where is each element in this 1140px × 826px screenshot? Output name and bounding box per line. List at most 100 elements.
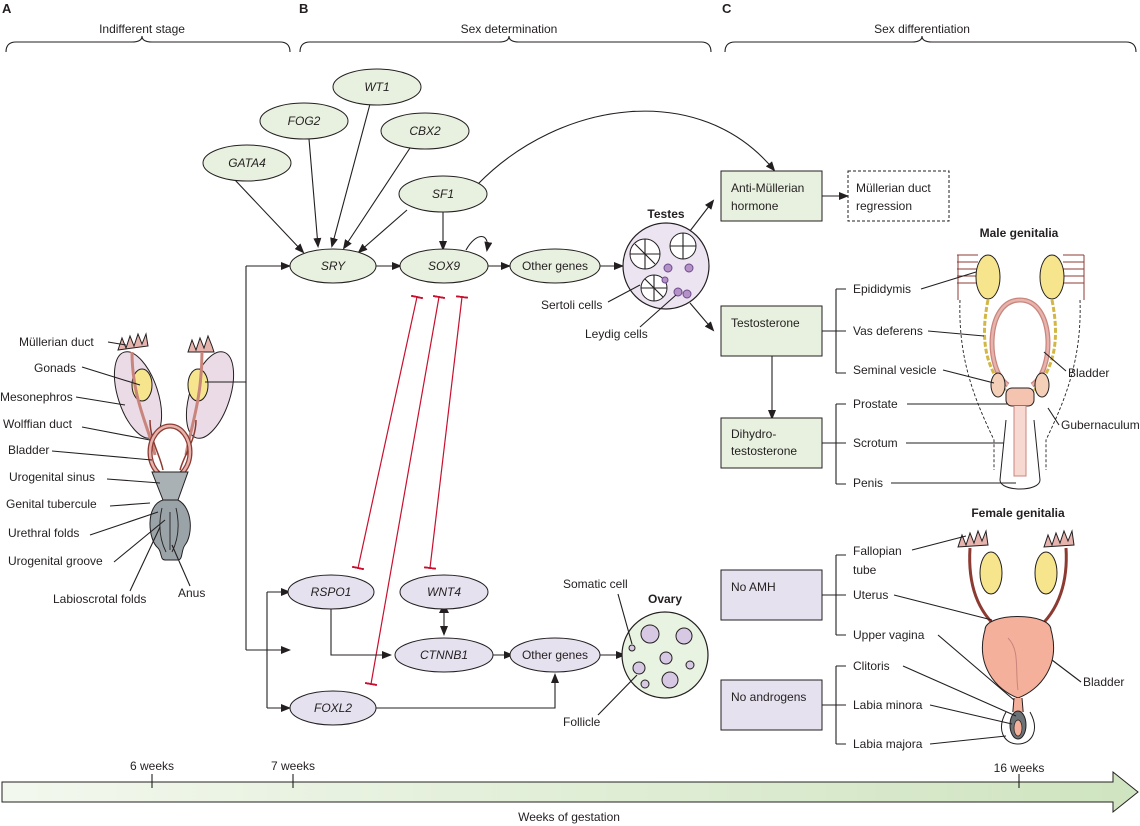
follicle [661,671,679,689]
label-fallopian-1: Fallopian [853,544,902,558]
vulva-inner [1013,719,1023,737]
gene-label-ctnnb1: CTNNB1 [420,648,468,662]
box-no-androgens [720,679,823,731]
gubernaculum-right [1045,299,1081,470]
differentiation-boxes: Anti-Müllerian hormone Müllerian duct re… [720,170,950,731]
panel-brace [724,35,1137,53]
testis-right [1039,254,1065,300]
urogenital-sinus [151,471,189,501]
box-dihydrotestosterone [720,417,823,469]
female-gene-network: RSPO1 WNT4 CTNNB1 Other genes FOXL2 [287,574,626,726]
label-urogenital-sinus: Urogenital sinus [9,470,95,484]
fimbria-right [1043,529,1075,548]
gene-label-wnt4: WNT4 [427,585,461,599]
label-gonads: Gonads [34,361,76,375]
label-bladder-male: Bladder [1068,366,1109,380]
box-testosterone [720,305,823,357]
ovary-illustration: Ovary Somatic cell Follicle [563,577,709,729]
efferent-ducts-right [1063,254,1085,300]
gene-node-wnt4 [399,574,489,610]
tick-label-16-weeks: 16 weeks [994,761,1045,775]
female-genitalia-labels: Fallopian tube Uterus Upper vagina Clito… [853,535,1124,751]
label-mullerian-duct: Müllerian duct [19,335,94,349]
gene-node-ctnnb1 [394,637,494,673]
follicle [675,627,693,645]
ovary-right [1034,551,1058,595]
amh-line1: Anti-Müllerian [731,181,804,195]
panel-a-header: A Indifferent stage [2,1,291,53]
uterus-body [981,616,1055,699]
gene-node-rspo1 [287,574,375,610]
box-mullerian-regression [847,170,950,222]
amh-line2: hormone [731,199,779,213]
wolffian-duct-left [149,419,164,471]
somatic-cell [628,644,636,652]
follicle [659,651,673,665]
testes-title: Testes [647,207,684,221]
gene-label-sry: SRY [321,259,346,273]
mullerian-duct-left [130,351,157,456]
label-prostate: Prostate [853,397,898,411]
testosterone-label: Testosterone [731,316,800,330]
tick-label-6-weeks: 6 weeks [130,759,174,773]
testes-illustration: Testes Sertoli cells Leydig cells [541,199,715,341]
no-amh-label: No AMH [731,580,776,594]
follicle [632,661,646,675]
prostate-gland [1005,387,1035,407]
panel-brace [299,35,712,53]
indifferent-to-determination-connector [205,262,291,712]
leydig-cell [673,287,683,297]
label-bladder-female: Bladder [1083,675,1124,689]
male-genitalia-drawing: Male genitalia [957,226,1085,490]
ovary-title: Ovary [648,592,682,606]
testis-left [975,254,1001,300]
label-fallopian-2: tube [853,563,877,577]
gene-label-cbx2: CBX2 [409,124,441,138]
brackets [822,288,846,745]
label-upper-vagina: Upper vagina [853,628,925,642]
seminal-vesicle-right [1034,372,1050,398]
panel-c-header: C Sex differentiation [722,1,1137,53]
ovary-left [979,551,1003,595]
panel-brace [5,35,291,53]
label-labia-minora: Labia minora [853,698,923,712]
follicle [685,660,695,670]
label-leydig-cells: Leydig cells [585,327,648,341]
panel-letter: B [299,1,308,16]
follicle [640,624,660,644]
label-clitoris: Clitoris [853,659,890,673]
uterus-line [1007,637,1019,691]
mullerian-fimbria-left [117,332,149,351]
gene-node-fog2 [259,102,349,140]
label-urethral-folds: Urethral folds [8,526,79,540]
urethra [1013,406,1027,477]
female-genitalia-drawing: Female genitalia [957,506,1075,745]
label-anus: Anus [178,586,205,600]
gene-label-other-male: Other genes [522,259,588,273]
no-androgens-label: No androgens [731,690,806,704]
label-uterus: Uterus [853,588,888,602]
male-genitalia-labels: Epididymis Vas deferens Seminal vesicle … [853,271,1140,490]
gene-label-fog2: FOG2 [288,114,321,128]
indifferent-stage-drawing [113,332,235,561]
label-follicle: Follicle [563,715,601,729]
gene-label-sf1: SF1 [432,187,454,201]
label-bladder: Bladder [8,443,49,457]
box-no-amh [720,569,823,621]
seminal-vesicle-left [990,372,1006,398]
female-genitalia-title: Female genitalia [971,506,1065,520]
gene-label-gata4: GATA4 [228,156,266,170]
panel-title: Sex differentiation [874,22,970,36]
leydig-cell [684,263,694,273]
tick-label-7-weeks: 7 weeks [271,759,315,773]
panel-b-header: B Sex determination [299,1,712,53]
gene-label-other-female: Other genes [522,648,588,662]
label-seminal-vesicle: Seminal vesicle [853,363,937,377]
label-sertoli-cells: Sertoli cells [541,298,602,312]
leydig-cell [661,276,669,284]
gene-node-other-female [509,637,601,673]
mullerian-fimbria-right [187,334,215,353]
gene-label-foxl2: FOXL2 [314,701,352,715]
male-genitalia-title: Male genitalia [980,226,1059,240]
timeline-axis-label: Weeks of gestation [518,810,620,824]
